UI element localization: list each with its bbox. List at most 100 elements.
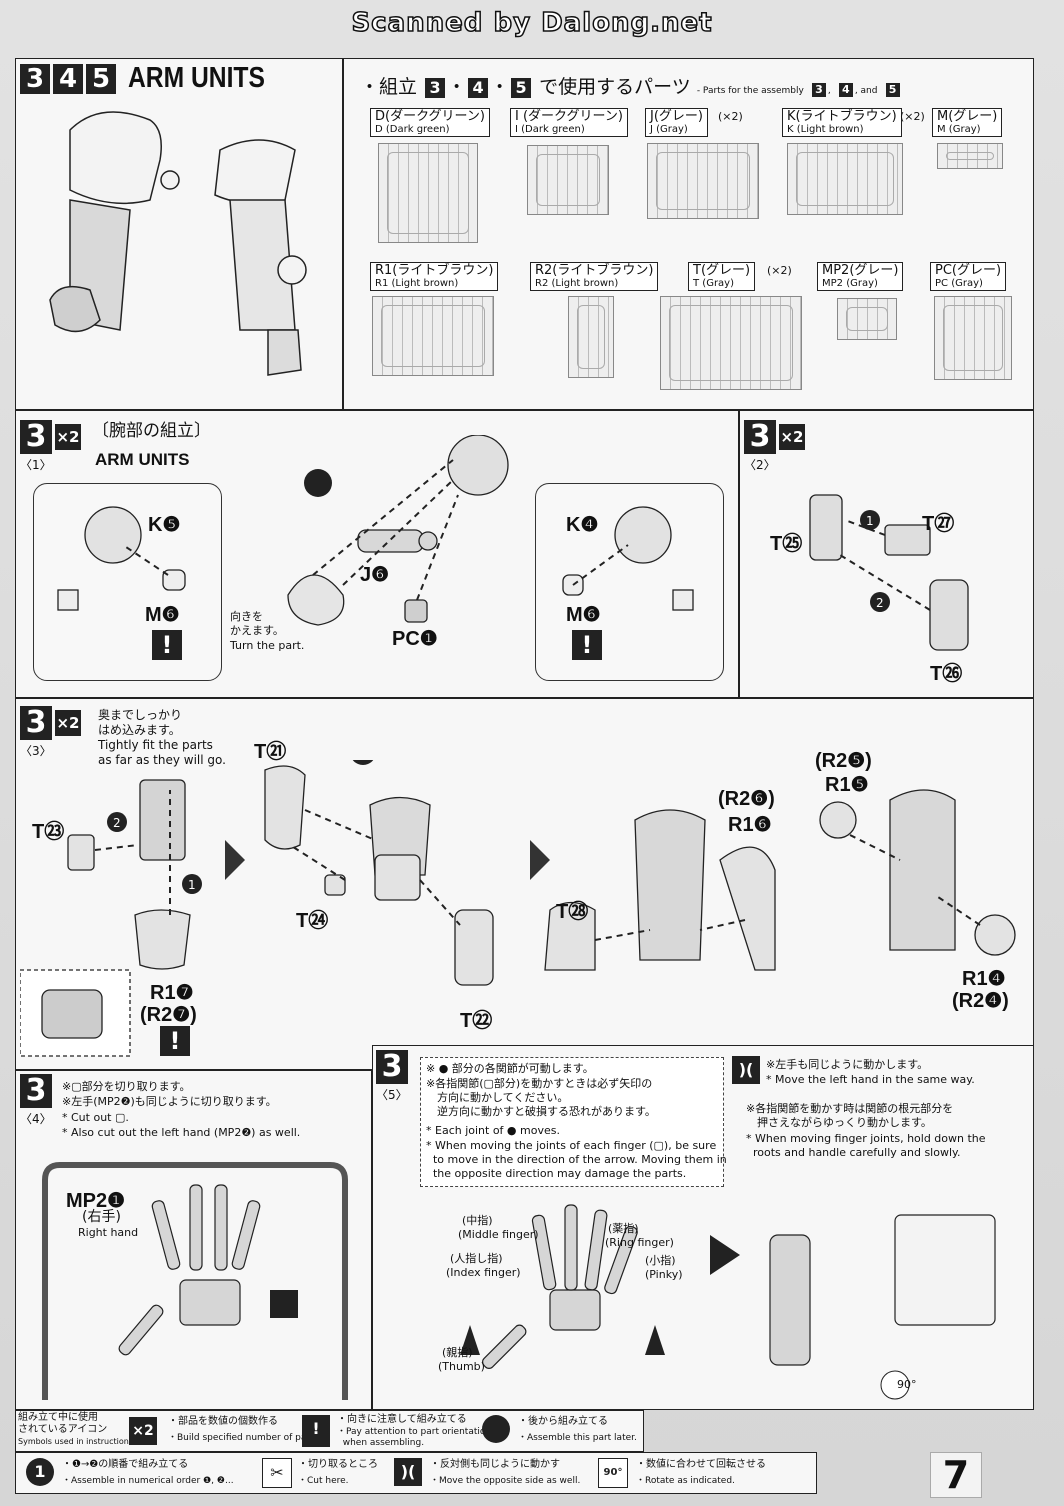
step-3-3-badge: 3 ×2 〈3〉 — [20, 706, 81, 758]
step-number: 3 — [20, 1074, 52, 1108]
part-qty-k: (×2) — [900, 110, 925, 123]
legend-rot-en: ・Rotate as indicated. — [636, 1476, 735, 1486]
page-title: ARM UNITS — [128, 62, 265, 94]
fit-note-jp: 奥までしっかり はめ込みます。 — [98, 708, 183, 737]
step-box-4: 4 — [468, 78, 489, 98]
left-arm-fist — [49, 285, 101, 333]
warning-icon: ! — [152, 630, 182, 660]
shoulder-top-part — [447, 435, 509, 496]
x2-icon: ×2 — [779, 424, 805, 450]
part-label-d: D(ダークグリーン)D (Dark green) — [370, 108, 490, 137]
legend-cut-jp: ・切り取るところ — [298, 1459, 378, 1470]
assemble-later-icon — [482, 1415, 510, 1443]
step-box-3: 3 — [425, 78, 446, 98]
fit-note-en: Tightly fit the parts as far as they wil… — [98, 738, 226, 767]
right-hand-sprue — [42, 1162, 348, 1400]
legend-count-jp: ・部品を数値の個数作る — [168, 1416, 278, 1427]
step-number: 3 — [20, 706, 52, 740]
rotate-90-label: 90° — [897, 1378, 917, 1391]
joint-handle-en: * When moving finger joints, hold down t… — [746, 1132, 986, 1159]
assembly-arrow — [304, 809, 376, 841]
svg-text:1: 1 — [188, 878, 196, 892]
arrow-next — [530, 840, 550, 880]
turn-note-en: Turn the part. — [230, 639, 305, 652]
cut-here-icon: ✂ — [262, 1458, 292, 1488]
legend-opp-en: ・Move the opposite side as well. — [430, 1476, 581, 1486]
x2-icon: ×2 — [55, 710, 81, 736]
step-number: 3 — [376, 1050, 408, 1084]
step-3-3-diagram: 2 1 — [20, 760, 1016, 1057]
r17-part — [134, 909, 191, 970]
t22-part — [454, 909, 494, 986]
parts-heading-and: , and — [854, 86, 878, 96]
warning-icon: ! — [302, 1415, 330, 1447]
parts-heading-en: - Parts for the assembly — [696, 86, 804, 96]
cut-note-jp2: ※左手(MP2❷)も同じように切り取ります。 — [62, 1095, 277, 1108]
part-label-mp2: MP2(グレー)MP2 (Gray) — [817, 262, 904, 291]
part-label-t: T(グレー)T (Gray) — [688, 262, 756, 291]
step-box-3-small: 3 — [811, 83, 826, 97]
legend-count-en: ・Build specified number of parts. — [168, 1433, 322, 1443]
t26-part — [929, 579, 969, 651]
left-arm-shoulder — [69, 111, 162, 205]
ring-finger-jp: (薬指) — [608, 1222, 639, 1235]
label-j6: J❻ — [360, 564, 390, 586]
elbow-part — [374, 854, 421, 901]
label-r26: (R2❻) — [718, 788, 775, 810]
j6-part — [357, 529, 424, 553]
sprue-j — [647, 143, 759, 219]
label-t22: T㉒ — [460, 1010, 493, 1032]
sprue-pc — [934, 296, 1012, 380]
svg-text:2: 2 — [113, 816, 121, 830]
label-m6: M❻ — [566, 604, 601, 626]
step-substep: 〈4〉 — [20, 1112, 52, 1126]
opposite-side-icon: )( — [732, 1056, 760, 1084]
legend-warn-en: ・Pay attention to part orientation when … — [337, 1427, 492, 1448]
cut-note-en2: * Also cut out the left hand (MP2❷) as w… — [62, 1126, 301, 1139]
joint-note-jp1: ※ ● 部分の各関節が可動します。 — [426, 1062, 594, 1075]
label-t21: T㉑ — [254, 741, 287, 763]
joint-note-jp2: ※各指関節(▢部分)を動かすときは必ず矢印の 方向に動かしてください。 逆方向に… — [426, 1077, 656, 1118]
right-hand-en: Right hand — [78, 1226, 139, 1239]
pinky-en: (Pinky) — [645, 1268, 683, 1281]
sprue-d — [378, 143, 478, 243]
assembly-arrow — [416, 494, 459, 601]
k5-part — [84, 506, 142, 564]
right-arm-fist — [267, 329, 302, 376]
sprue-m — [937, 143, 1003, 169]
label-t23: T㉓ — [32, 821, 65, 843]
label-r16: R1❻ — [728, 814, 772, 836]
step-number: 3 — [744, 420, 776, 454]
pinky-jp: (小指) — [645, 1254, 676, 1267]
sprue-r2 — [568, 296, 614, 378]
assemble-later-icon — [352, 760, 374, 765]
part-label-i: I (ダークグリーン)I (Dark green) — [510, 108, 628, 137]
sprue-k — [787, 143, 903, 215]
r14-part — [974, 914, 1016, 956]
hand-articulation-diagram — [460, 1204, 996, 1400]
assembly-arrow — [312, 459, 454, 576]
label-k4: K❹ — [566, 514, 599, 536]
middle-finger-en: (Middle finger) — [458, 1228, 539, 1241]
cut-note-jp1: ※▢部分を切り取ります。 — [62, 1080, 191, 1093]
label-r17: R1❼ — [150, 982, 194, 1004]
joint-note-en1: * Each joint of ● moves. — [426, 1124, 560, 1137]
assembly-arrow — [849, 834, 901, 861]
step-3-2-diagram: 1 2 — [809, 494, 969, 651]
legend-title-jp: 組み立て中に使用 されているアイコン — [18, 1412, 108, 1435]
sprue-mp2 — [837, 298, 897, 340]
label-pcj: PC❶ — [392, 628, 438, 650]
step-3-5-badge: 3 〈5〉 — [376, 1050, 408, 1102]
step-box-5: 5 — [511, 78, 532, 98]
right-arm-elbow — [277, 255, 307, 285]
legend-title-en: Symbols used in instructions — [18, 1437, 133, 1446]
svg-text:1: 1 — [866, 514, 874, 528]
numerical-order-icon: 1 — [26, 1458, 54, 1486]
label-r14: R1❹ — [962, 968, 1006, 990]
k4-part — [614, 506, 672, 564]
ring-finger-en: (Ring finger) — [605, 1236, 674, 1249]
middle-finger-jp: (中指) — [462, 1214, 493, 1227]
parts-heading-jp2: で使用するパーツ — [539, 76, 691, 98]
cutout-detail-part — [41, 989, 103, 1039]
part-label-j: J(グレー)J (Gray) — [645, 108, 708, 137]
